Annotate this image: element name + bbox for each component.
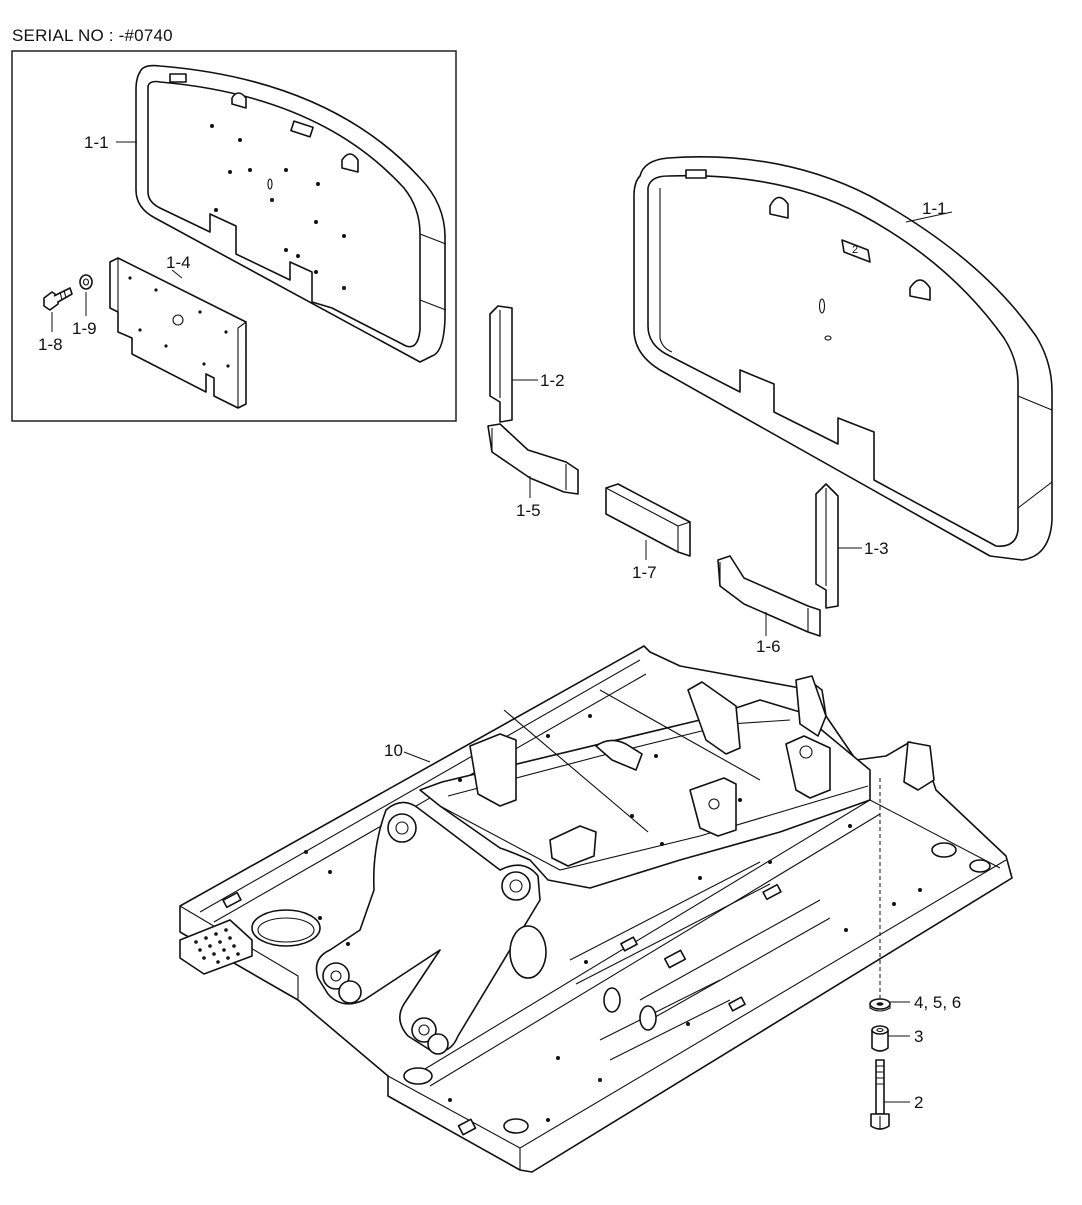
bolt-2 xyxy=(870,1059,890,1130)
serial-number-label: SERIAL NO : -#0740 xyxy=(12,26,173,45)
inset-washer xyxy=(79,274,93,290)
callout-4-5-6: 4, 5, 6 xyxy=(914,993,961,1012)
callout-1-2: 1-2 xyxy=(540,371,565,390)
plate-1-7 xyxy=(605,483,691,557)
inset-counterweight xyxy=(135,64,447,363)
inset-frame xyxy=(11,50,457,422)
callout-3: 3 xyxy=(914,1027,923,1046)
callout-inset-1-4: 1-4 xyxy=(166,253,191,272)
callout-1-3: 1-3 xyxy=(864,539,889,558)
main-counterweight: 2 xyxy=(633,156,1053,561)
callout-10: 10 xyxy=(384,741,403,760)
plate-1-2 xyxy=(489,305,513,423)
spacer-3 xyxy=(871,1025,889,1052)
plate-1-3 xyxy=(815,483,839,609)
callout-2: 2 xyxy=(914,1093,923,1112)
callout-1-6: 1-6 xyxy=(756,637,781,656)
callout-inset-1-8: 1-8 xyxy=(38,335,63,354)
washer-4-5-6 xyxy=(869,998,891,1012)
callout-main-1-1: 1-1 xyxy=(922,199,947,218)
callout-inset-1-9: 1-9 xyxy=(72,319,97,338)
svg-text:2: 2 xyxy=(852,244,858,256)
inset-bolt xyxy=(43,287,73,311)
callout-inset-1-1: 1-1 xyxy=(84,133,109,152)
upper-frame xyxy=(179,645,1013,1173)
plate-1-5 xyxy=(487,423,579,495)
callout-1-7: 1-7 xyxy=(632,563,657,582)
inset-plate xyxy=(109,257,247,409)
callout-1-5: 1-5 xyxy=(516,501,541,520)
plate-1-6 xyxy=(717,555,821,637)
